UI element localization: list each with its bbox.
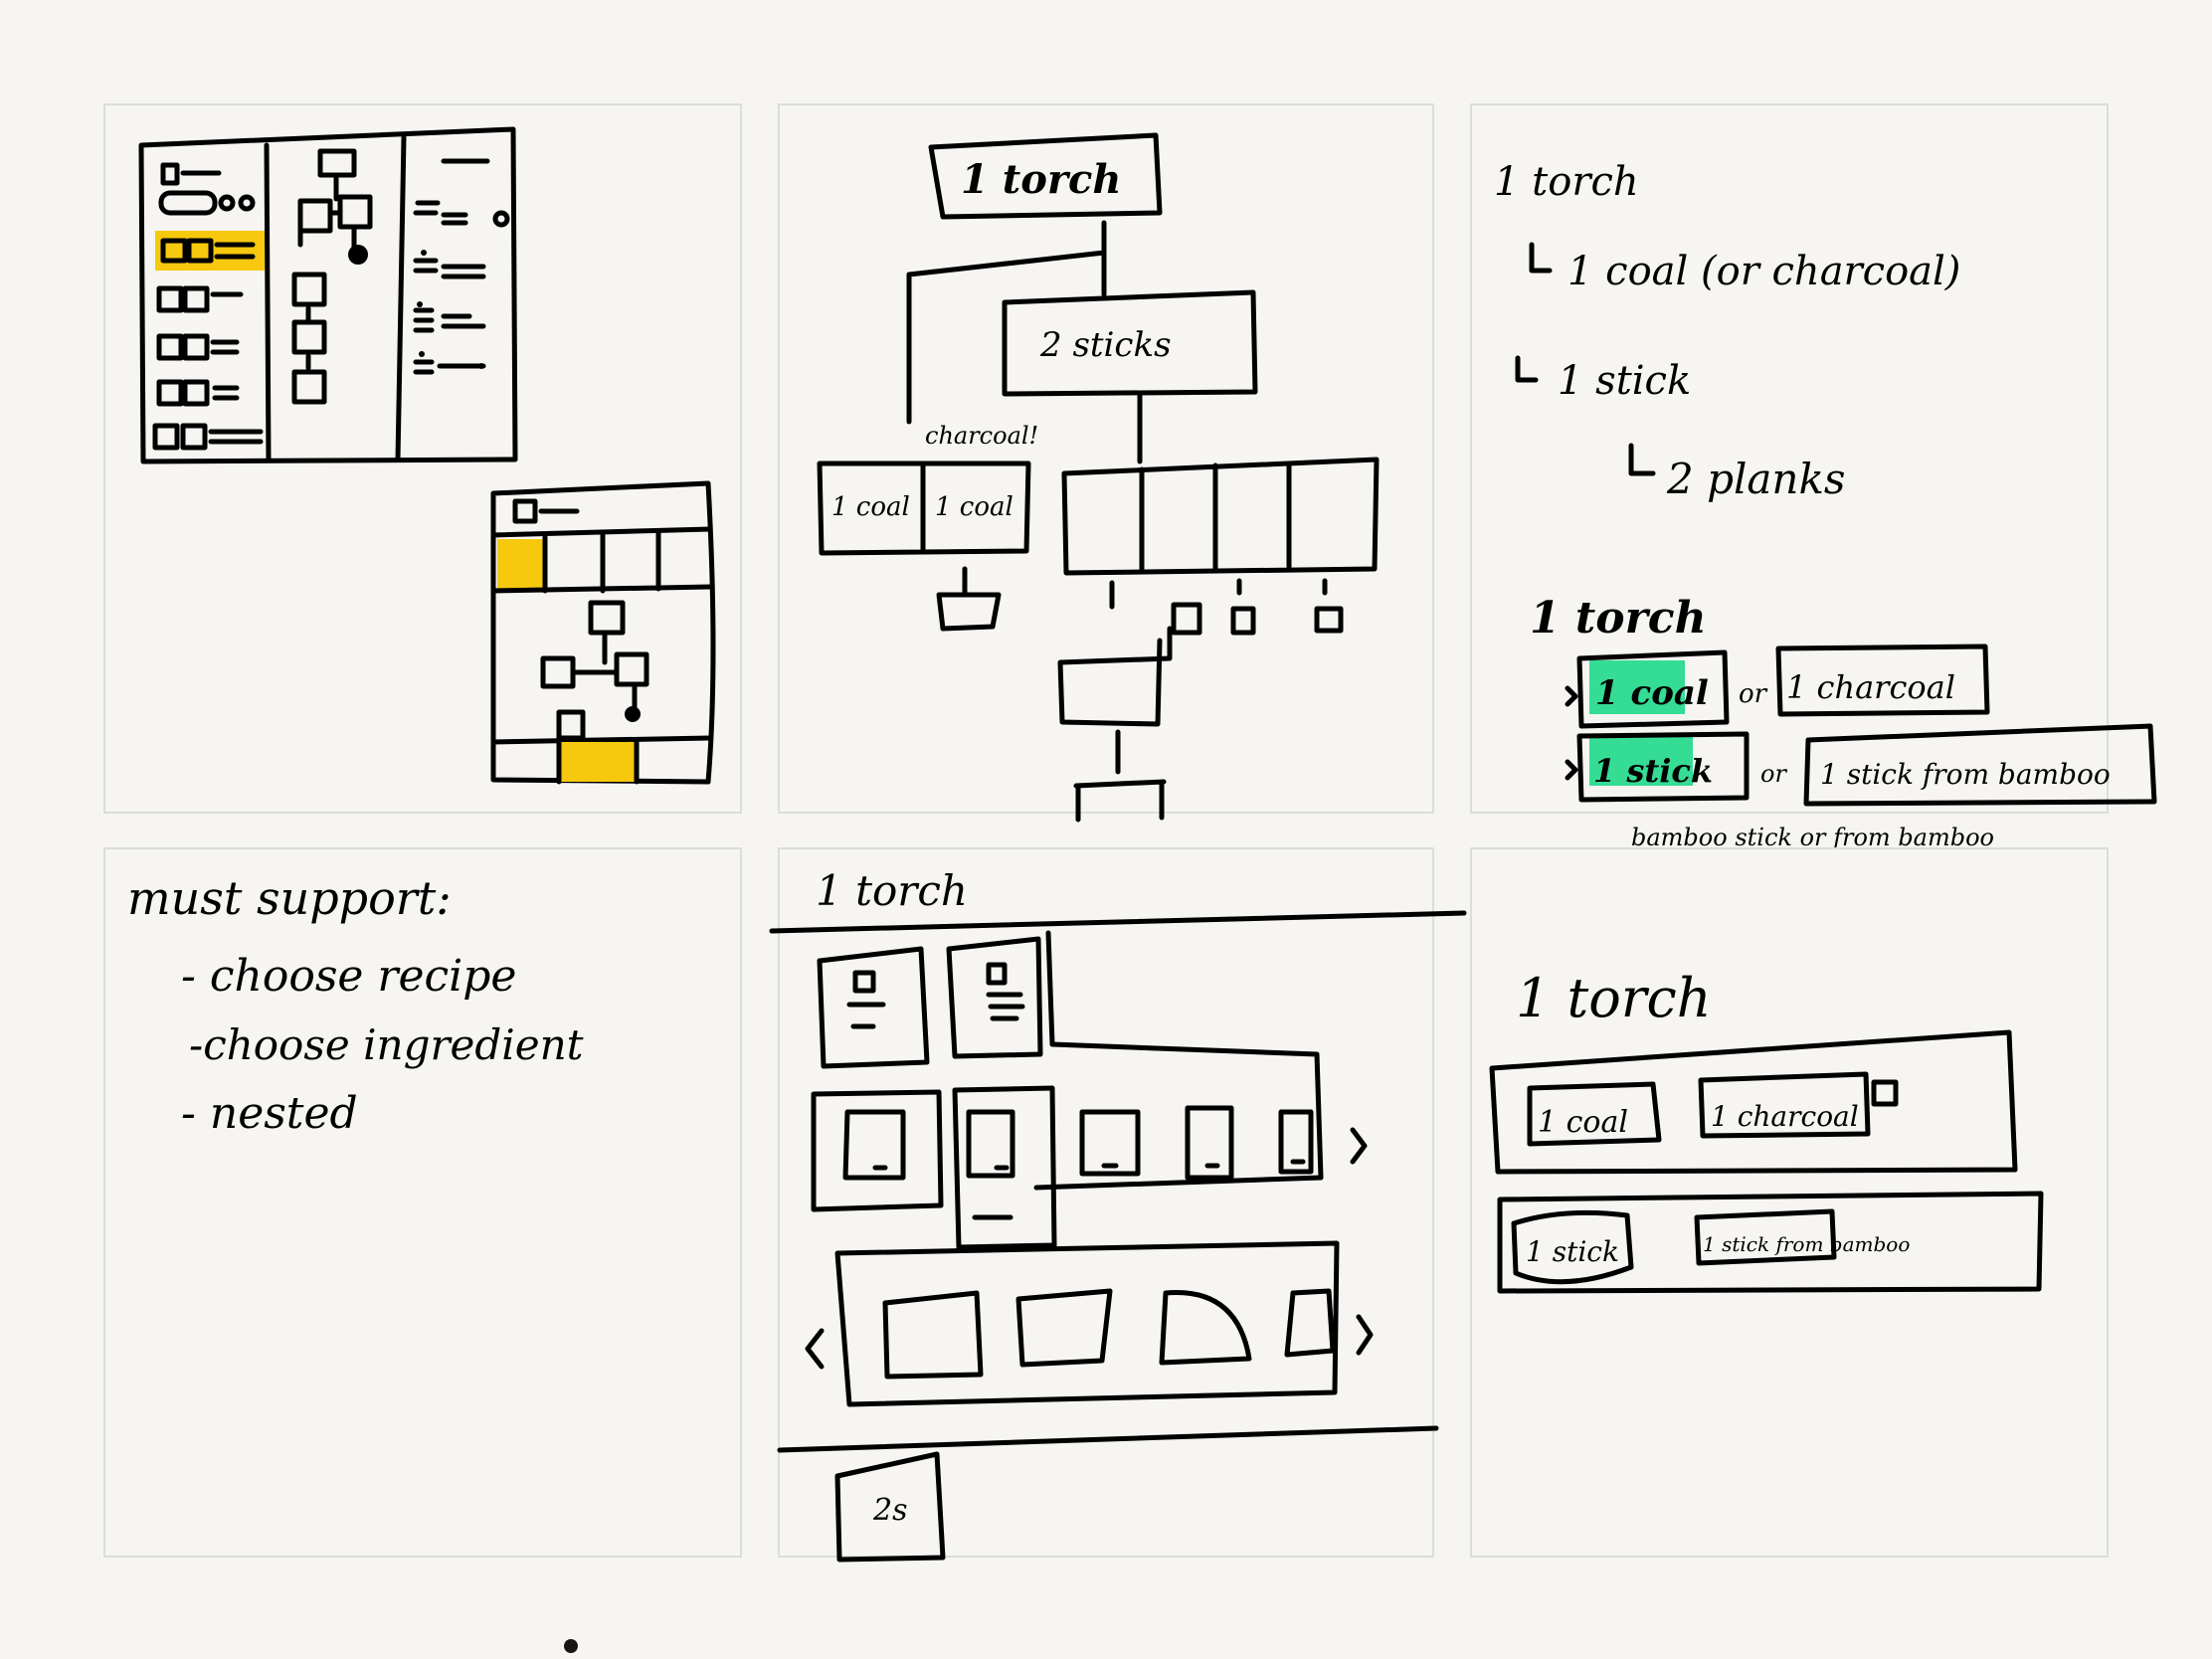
option-charcoal: 1 charcoal <box>1786 668 1955 706</box>
recipe-sketch: 1 torch 1 coal (or charcoal) 1 stick 2 p… <box>1494 159 2157 851</box>
notes-title: must support: <box>127 871 452 925</box>
option-coal: 1 coal <box>1595 673 1709 713</box>
charcoal-note: charcoal! <box>925 422 1038 450</box>
option-stick: 1 stick <box>1593 752 1713 790</box>
notes-item-choose-recipe: - choose recipe <box>181 951 517 1002</box>
row1-charcoal: 1 charcoal <box>1711 1100 1859 1133</box>
sketch-panel-carousel: 1 torch 2s <box>769 847 1467 1563</box>
time-label: 2s <box>872 1493 907 1528</box>
carousel-sketch: 1 torch 2s <box>769 866 1467 1563</box>
node-coal-alt-label: 1 coal <box>935 492 1014 522</box>
recipe-torch-heading: 1 torch <box>1530 593 1707 644</box>
recipe-line-coal: 1 coal (or charcoal) <box>1567 249 1960 294</box>
recipe-line-torch: 1 torch <box>1494 159 1639 205</box>
or-label-2: or <box>1760 760 1787 788</box>
node-torch-label: 1 torch <box>961 156 1121 203</box>
rows-title: 1 torch <box>1516 967 1712 1029</box>
carousel-title: 1 torch <box>816 866 968 915</box>
layout-sketch <box>138 126 716 785</box>
notes-item-choose-ingredient: -choose ingredient <box>189 1020 584 1069</box>
recipe-line-planks: 2 planks <box>1666 455 1845 503</box>
sketch-panel-notes: must support: - choose recipe -choose in… <box>103 847 742 1558</box>
rows-sketch: 1 torch 1 coal 1 charcoal 1 stick 1 stic… <box>1489 967 2044 1294</box>
recipe-line-stick: 1 stick <box>1558 358 1691 404</box>
or-label-1: or <box>1739 679 1768 709</box>
node-sticks-label: 2 sticks <box>1039 325 1172 365</box>
sketch-panel-tree: 1 torch 2 sticks charcoal! 1 coal 1 coal <box>778 103 1434 823</box>
row2-stick: 1 stick <box>1526 1235 1619 1268</box>
option-stick-bamboo: 1 stick from bamboo <box>1820 758 2111 791</box>
tree-sketch: 1 torch 2 sticks charcoal! 1 coal 1 coal <box>817 132 1380 823</box>
sketch-panel-recipe: 1 torch 1 coal (or charcoal) 1 stick 2 p… <box>1470 103 2157 851</box>
sketch-panel-layout <box>103 103 742 814</box>
stray-ink-dot <box>564 1639 578 1653</box>
node-coal-label: 1 coal <box>831 492 910 522</box>
row2-stick-bamboo: 1 stick from bamboo <box>1703 1232 1910 1256</box>
recipe-footnote: bamboo stick or from bamboo <box>1631 824 1994 851</box>
row1-coal: 1 coal <box>1538 1105 1628 1140</box>
notes-item-nested: - nested <box>181 1088 358 1139</box>
sketch-panel-rows: 1 torch 1 coal 1 charcoal 1 stick 1 stic… <box>1470 847 2109 1558</box>
